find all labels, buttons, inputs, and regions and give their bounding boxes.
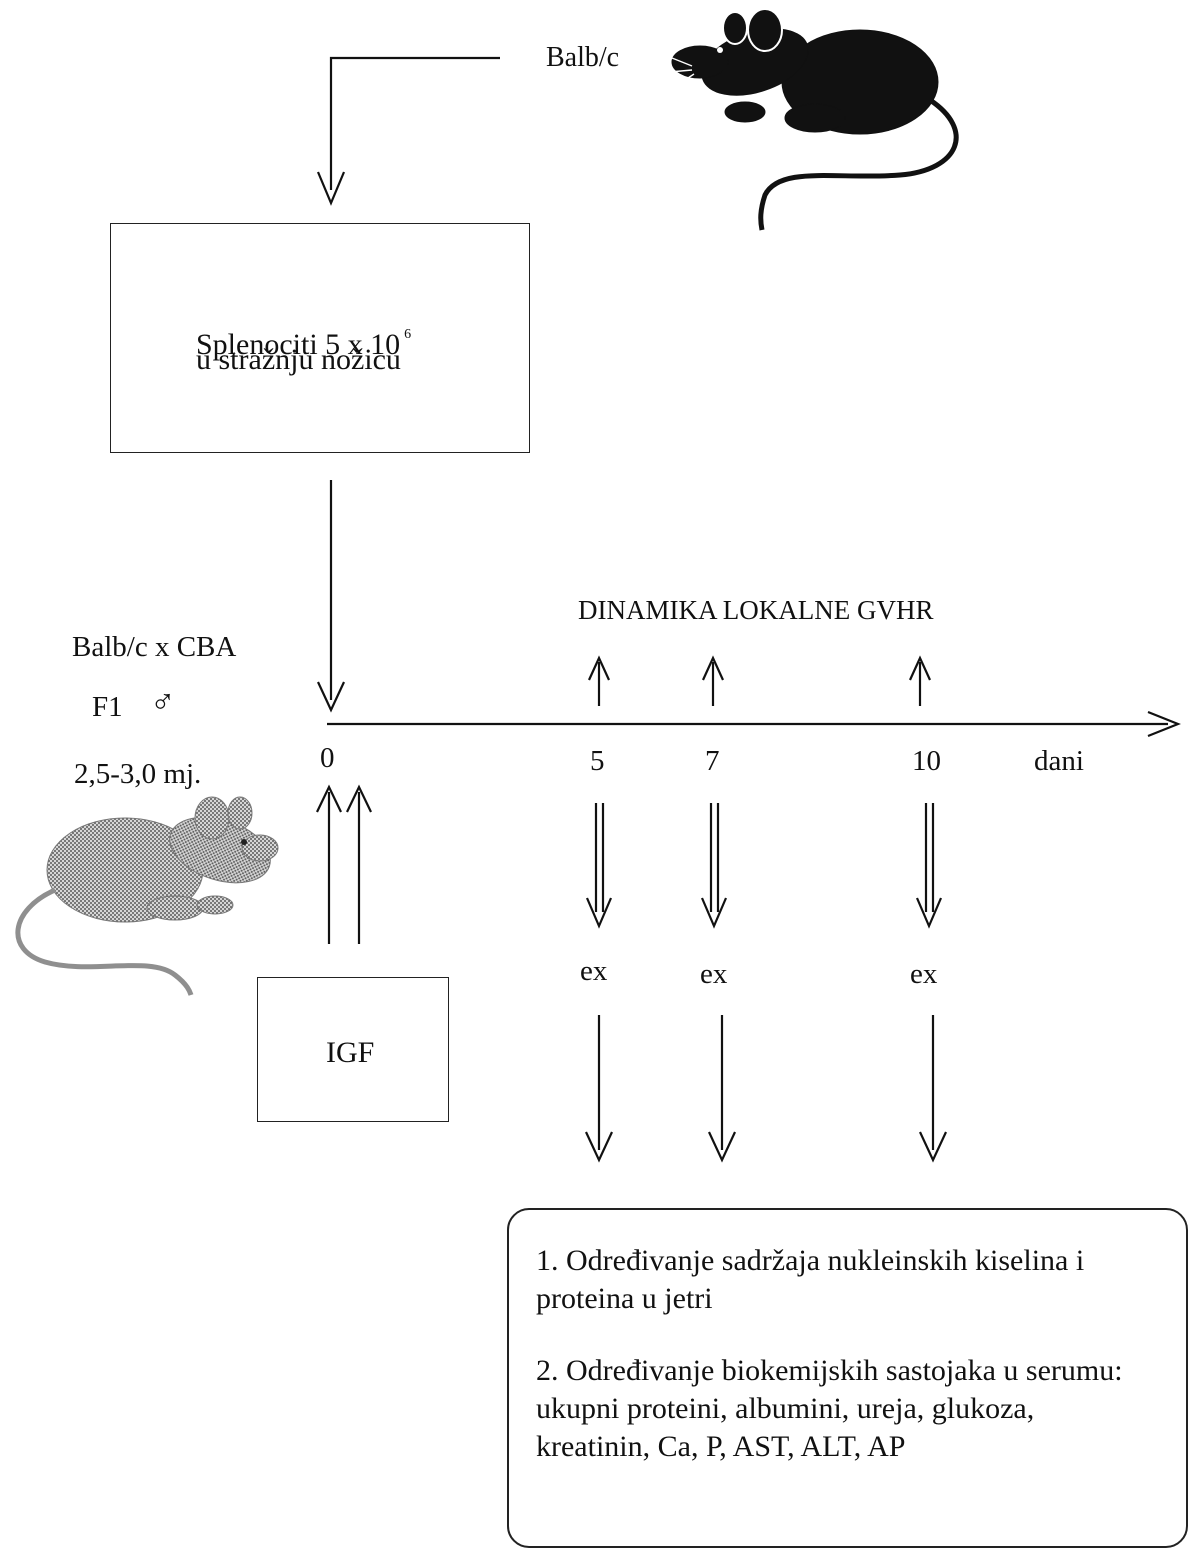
analysis-item-2: 2. Određivanje biokemijskih sastojaka u … [536, 1354, 1123, 1463]
timeline-unit-label: dani [1034, 745, 1084, 777]
igf-arrowhead-1 [316, 784, 342, 813]
recipient-strain-label: Balb/c x CBA [72, 631, 237, 663]
graft-arrowhead [317, 681, 345, 713]
igf-arrowhead-2 [346, 784, 372, 813]
male-symbol: ♂ [150, 684, 176, 721]
analysis-item-1: 1. Određivanje sadržaja nukleinskih kise… [536, 1244, 1085, 1315]
graft-line-2: u stražnju nožicu [196, 343, 401, 376]
tick-label-5: 5 [590, 745, 605, 777]
donor-connector [329, 56, 500, 190]
donor-arrowhead [316, 171, 346, 206]
igf-box [257, 977, 449, 1122]
ex-label-7: ex [700, 958, 728, 990]
ex-label-5: ex [580, 955, 608, 987]
double-arrowhead-7 [700, 897, 728, 929]
graft-exponent: 6 [404, 327, 412, 342]
recipient-age-label: 2,5-3,0 mj. [74, 758, 202, 790]
gvhr-arrowhead-7 [701, 655, 725, 681]
ex-label-10: ex [910, 958, 938, 990]
ex-arrowhead-5 [585, 1131, 613, 1163]
ex-arrowhead-10 [919, 1131, 947, 1163]
tick-label-10: 10 [912, 745, 941, 777]
igf-label: IGF [326, 1036, 375, 1069]
gray-mouse-icon [15, 796, 279, 996]
tick-label-7: 7 [705, 745, 720, 777]
black-mouse-icon [669, 8, 959, 231]
graft-box [110, 223, 530, 453]
ex-arrowhead-7 [708, 1131, 736, 1163]
timeline-arrowhead [1147, 710, 1181, 738]
double-arrowhead-5 [585, 897, 613, 929]
recipient-generation-label: F1 [92, 691, 123, 723]
timeline-title: DINAMIKA LOKALNE GVHR [578, 595, 934, 625]
donor-strain-label: Balb/c [546, 42, 620, 73]
gvhr-arrowhead-5 [587, 655, 611, 681]
tick-label-0: 0 [320, 742, 335, 774]
gvhr-arrowhead-10 [908, 655, 932, 681]
double-arrowhead-10 [915, 897, 943, 929]
